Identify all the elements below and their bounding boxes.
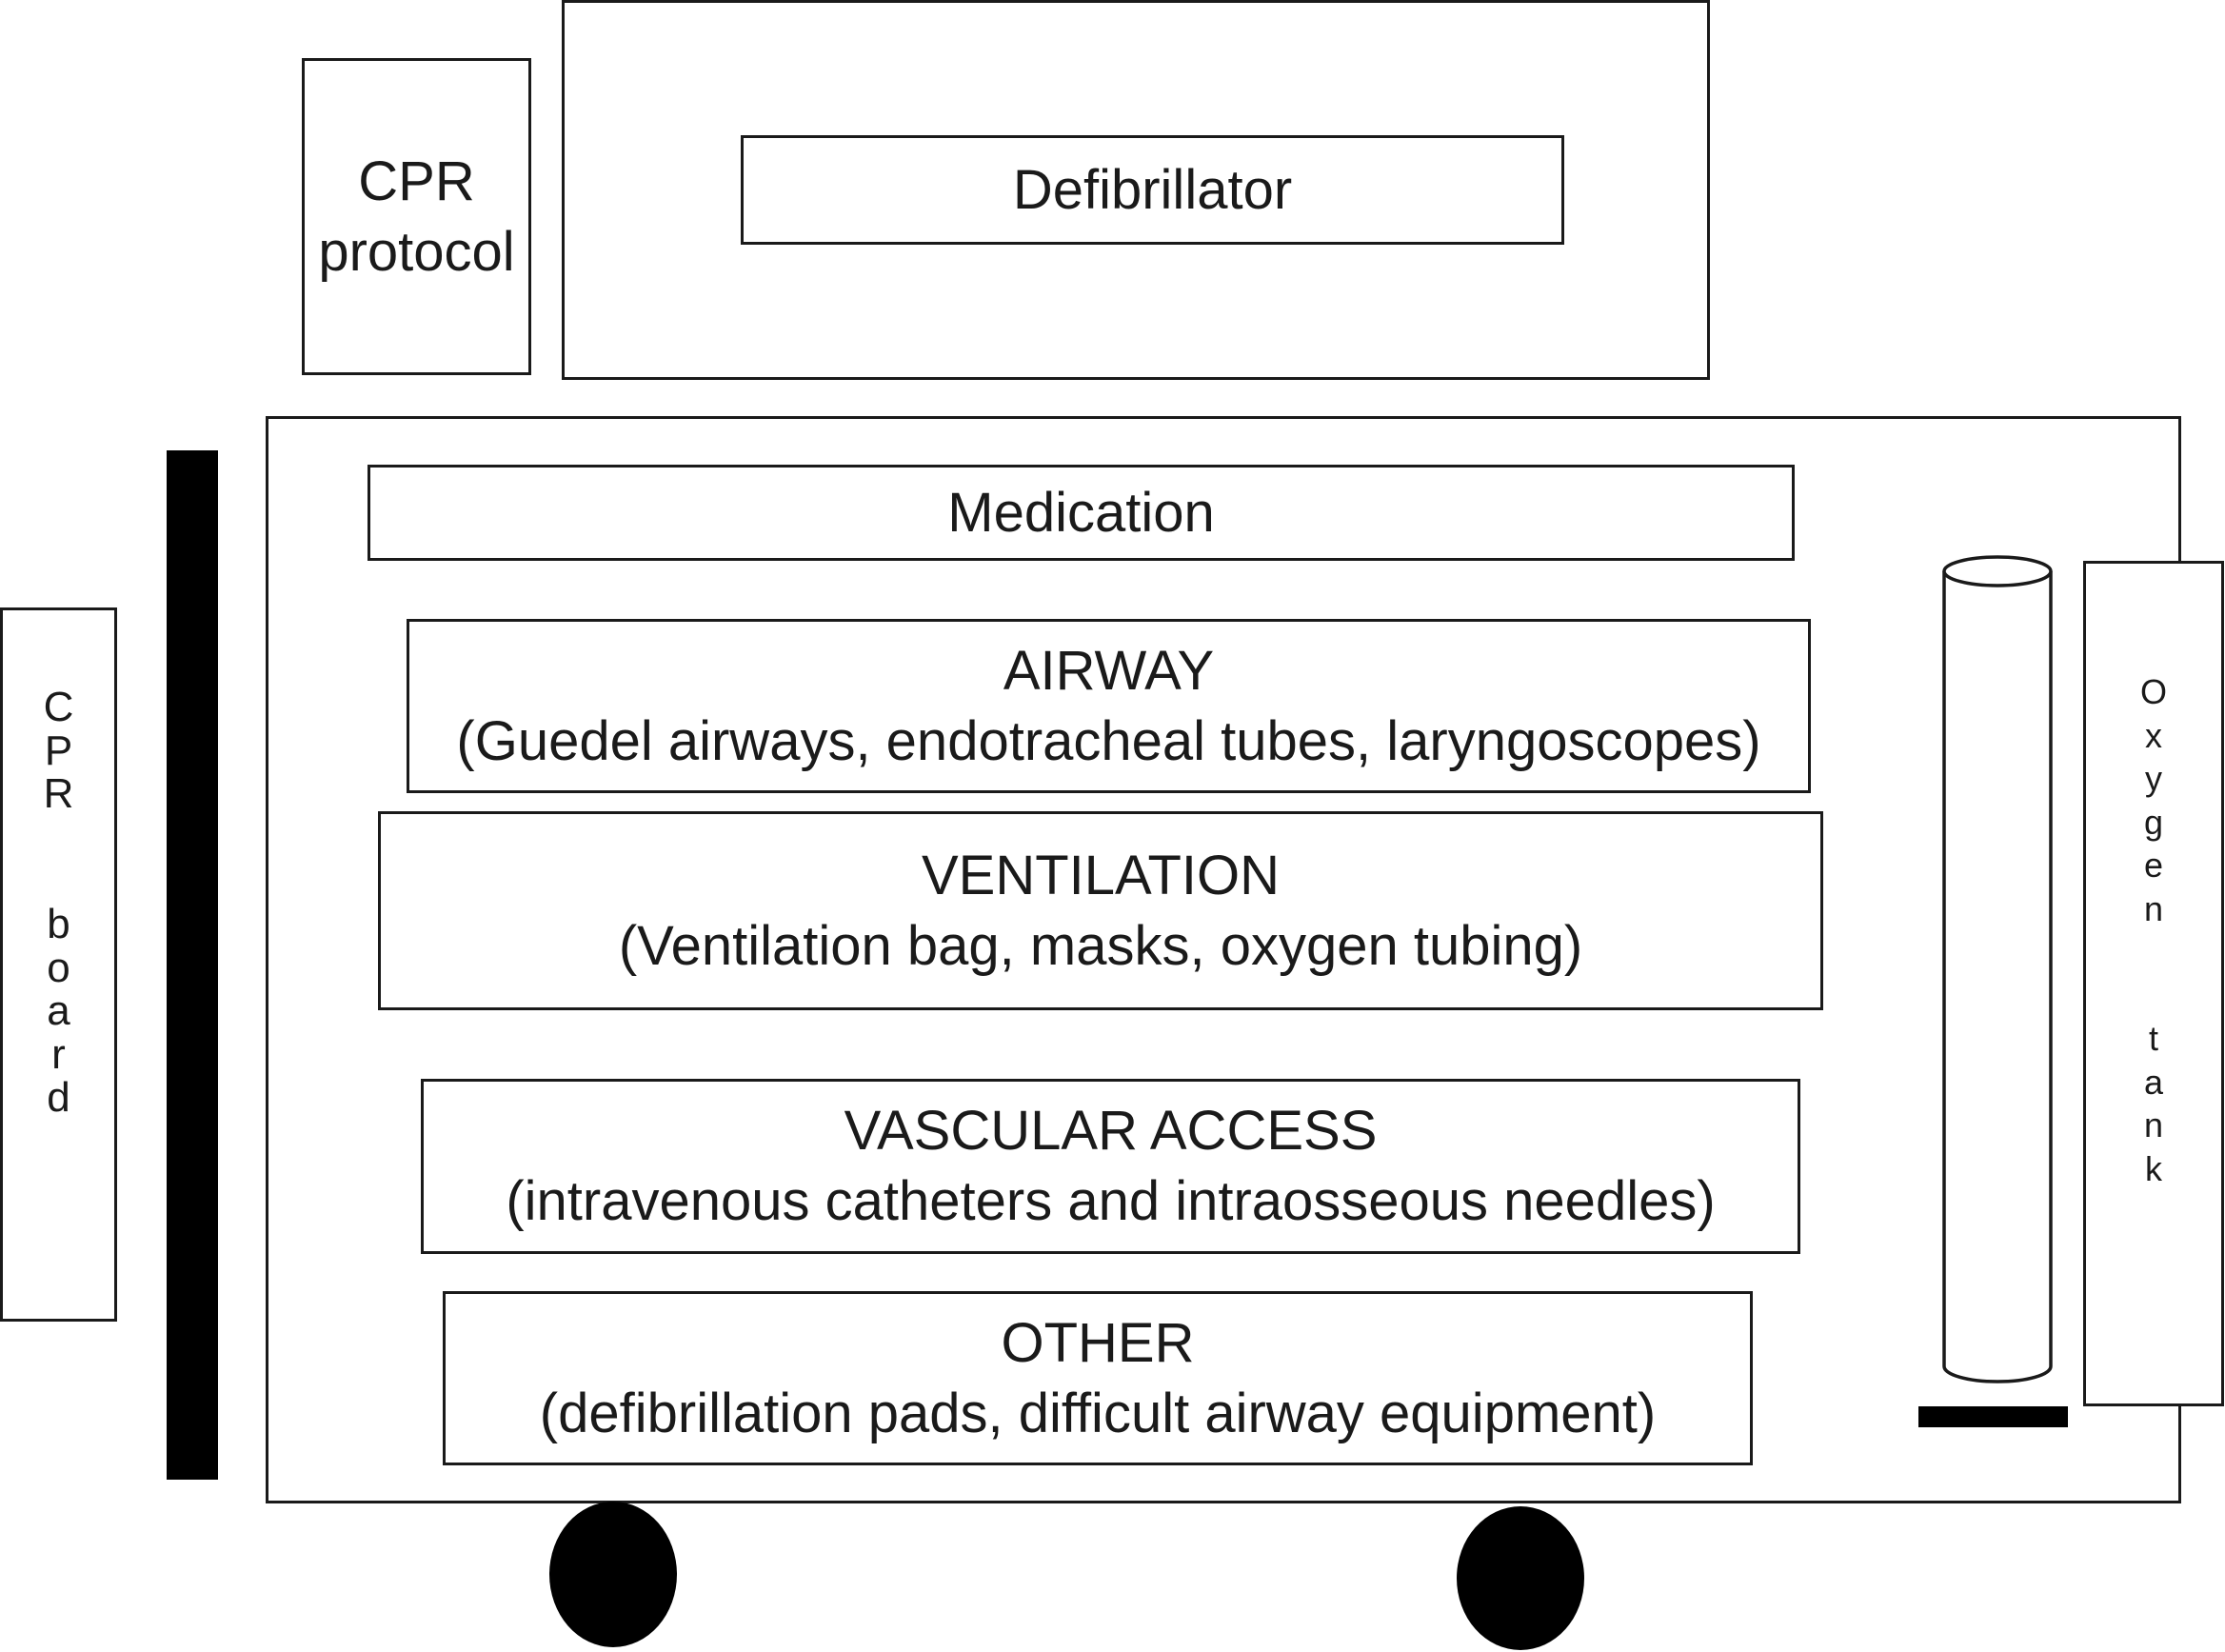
cpr-board-letter: P xyxy=(44,726,73,774)
ventilation-drawer: VENTILATION (Ventilation bag, masks, oxy… xyxy=(378,811,1823,1010)
defibrillator-box: Defibrillator xyxy=(741,135,1564,245)
airway-detail: (Guedel airways, endotracheal tubes, lar… xyxy=(456,709,1761,772)
oxygen-tank-letter: n xyxy=(2143,888,2164,928)
oxygen-tank-letter: O xyxy=(2139,672,2167,711)
oxygen-cylinder-bracket xyxy=(1918,1406,2068,1427)
right-wheel xyxy=(1457,1506,1584,1650)
airway-drawer: AIRWAY (Guedel airways, endotracheal tub… xyxy=(407,619,1811,793)
cpr-board-letter: R xyxy=(43,770,74,818)
cpr-board-letter: C xyxy=(43,684,74,730)
cpr-board-letter: b xyxy=(47,900,70,947)
medication-title: Medication xyxy=(947,481,1215,544)
cpr-protocol-line2: protocol xyxy=(318,220,515,283)
cpr-protocol-panel: CPR protocol xyxy=(302,58,531,375)
ventilation-title: VENTILATION xyxy=(922,844,1280,906)
cpr-board-letter: r xyxy=(51,1030,66,1078)
vascular-access-drawer: VASCULAR ACCESS (intravenous catheters a… xyxy=(421,1079,1800,1254)
airway-title: AIRWAY xyxy=(1003,639,1215,702)
medication-drawer: Medication xyxy=(368,465,1795,561)
other-drawer: OTHER (defibrillation pads, difficult ai… xyxy=(443,1291,1753,1465)
oxygen-tank-letter: t xyxy=(2148,1019,2158,1059)
oxygen-tank-letter: g xyxy=(2143,802,2164,842)
vascular-access-title: VASCULAR ACCESS xyxy=(844,1100,1378,1162)
oxygen-tank-letter: k xyxy=(2145,1148,2162,1188)
vascular-access-detail: (intravenous catheters and intraosseous … xyxy=(506,1170,1716,1232)
ventilation-detail: (Ventilation bag, masks, oxygen tubing) xyxy=(618,914,1583,977)
oxygen-cylinder xyxy=(1942,555,2053,1383)
oxygen-tank-letter: e xyxy=(2143,846,2164,885)
defibrillator-label: Defibrillator xyxy=(1012,158,1293,221)
cpr-board-letter: d xyxy=(47,1074,70,1122)
cart-side-rail xyxy=(167,450,218,1480)
other-detail: (defibrillation pads, difficult airway e… xyxy=(539,1382,1657,1444)
oxygen-tank-letter: n xyxy=(2143,1105,2164,1145)
oxygen-tank-letter: a xyxy=(2143,1062,2164,1102)
other-title: OTHER xyxy=(1001,1311,1195,1374)
left-wheel xyxy=(549,1502,677,1647)
cpr-board-letter: o xyxy=(47,944,70,991)
oxygen-tank-letter: x xyxy=(2145,715,2162,755)
cpr-board-letter: a xyxy=(47,987,70,1035)
oxygen-tank-letter: y xyxy=(2145,759,2162,798)
cpr-protocol-line1: CPR xyxy=(358,149,475,212)
